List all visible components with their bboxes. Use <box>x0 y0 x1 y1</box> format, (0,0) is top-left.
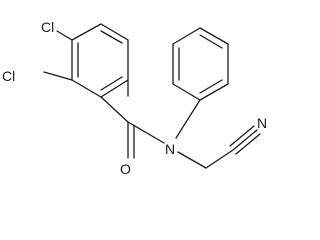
ring-a-double-2 <box>100 76 123 91</box>
chemical-structure-diagram: Cl Cl O N N <box>2 19 267 177</box>
oxygen-label: O <box>120 161 131 177</box>
n-to-ch2-bond <box>177 151 207 169</box>
chlorine-left-label: Cl <box>2 68 15 84</box>
cl-top-bond <box>56 30 73 41</box>
chlorine-top-label: Cl <box>41 19 54 35</box>
phenyl-ring <box>172 27 229 101</box>
ring-to-carbonyl-bond-2 <box>100 96 129 123</box>
ring-b-bond-1 <box>172 83 201 101</box>
dichlorophenyl-ring <box>71 23 129 98</box>
ring-a-bond-2 <box>100 23 129 41</box>
ring-b-double-2 <box>199 34 223 49</box>
amide-nitrogen-label: N <box>165 141 175 157</box>
cl-left-bond <box>43 71 73 81</box>
ring-a-double-1 <box>100 30 123 44</box>
triple-bond-1 <box>232 129 258 151</box>
nitrile-nitrogen-label: N <box>257 115 267 131</box>
ch2-ch2-bond <box>205 149 234 169</box>
ring-b-bond-3 <box>172 27 201 45</box>
carbonyl-to-n-bond <box>127 121 165 144</box>
ring-b-bond-4 <box>199 27 229 45</box>
ring-a-bond-1 <box>71 23 102 41</box>
ring-a-bond-4 <box>100 79 129 98</box>
n-to-phenyl-bond <box>175 99 201 139</box>
triple-bond-3 <box>235 133 261 155</box>
ring-a-bond-5 <box>71 79 102 98</box>
ring-b-double-3 <box>199 79 223 94</box>
ring-b-bond-6 <box>199 83 229 101</box>
triple-bond-2 <box>229 125 255 147</box>
